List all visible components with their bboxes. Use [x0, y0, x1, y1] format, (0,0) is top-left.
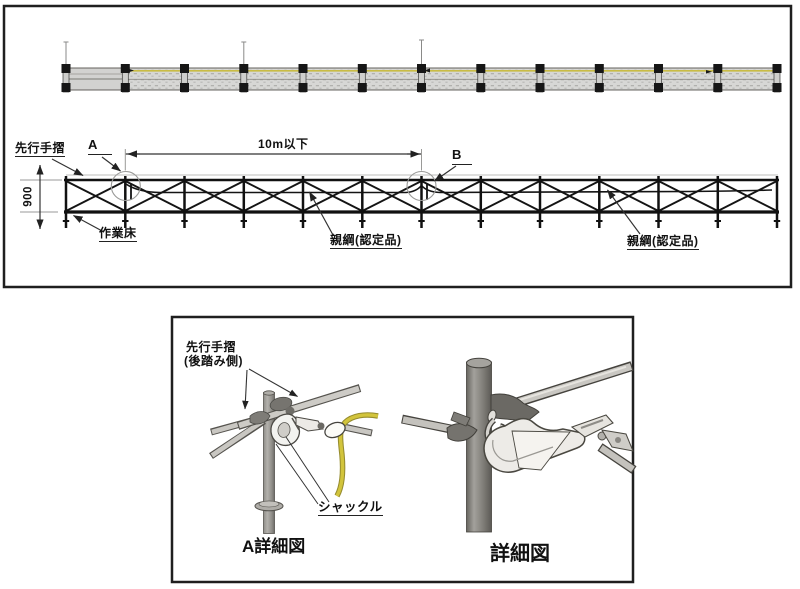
detail-handrail-label-line1: 先行手摺 [186, 340, 237, 354]
point-b-label: B [452, 147, 472, 165]
top-panel-border [2, 4, 793, 289]
advance-handrail-label: 先行手摺 [15, 141, 66, 158]
detail-a-illustration [209, 368, 379, 534]
elevation-posts [64, 176, 779, 228]
leader-main-rope-left [308, 191, 334, 236]
dimension-annotations [20, 149, 641, 236]
work-floor-label: 作業床 [99, 226, 137, 243]
plan-posts [61, 64, 782, 93]
shackle-hardware [270, 413, 346, 447]
leader-main-rope-right [607, 189, 641, 235]
elevation-view [62, 170, 781, 228]
caption-detail: 詳細図 [490, 543, 550, 565]
yellow-rope [335, 413, 379, 497]
leader-point-b [434, 165, 457, 182]
main-rope-label-left: 親綱(認定品) [330, 233, 402, 250]
leader-work-floor [72, 214, 105, 233]
detail-circle-a [110, 170, 141, 202]
span-dimension-label: 10m以下 [258, 137, 309, 151]
detail-handrail-label-line2: (後踏み側) [184, 354, 243, 368]
caption-a-detail: A詳細図 [242, 537, 306, 556]
x-braces [65, 180, 778, 212]
safety-hook [483, 414, 634, 473]
plan-view [61, 39, 782, 93]
detail-b-illustration [401, 357, 637, 533]
shackle-label: シャックル [318, 500, 383, 516]
detail-circle-b [406, 170, 437, 202]
leader-point-a [101, 156, 121, 172]
height-dimension-label: 900 [22, 186, 35, 207]
main-rope-label-right: 親綱(認定品) [627, 234, 699, 251]
leader-advance-handrail [51, 158, 84, 177]
point-a-label: A [88, 137, 112, 155]
